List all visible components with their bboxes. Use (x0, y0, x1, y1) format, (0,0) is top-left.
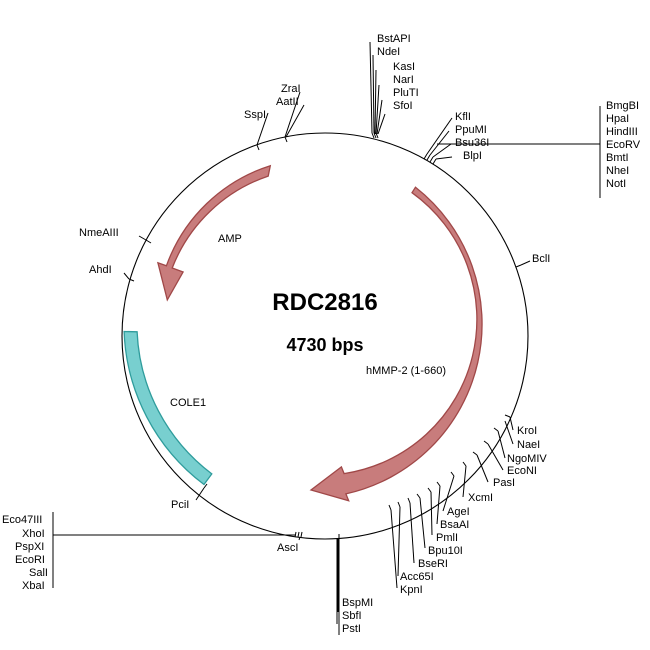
plasmid-name: RDC2816 (272, 289, 377, 316)
site-label-xbai: XbaI (22, 580, 45, 592)
site-label-nari: NarI (393, 74, 414, 86)
site-label-asci: AscI (277, 542, 298, 554)
feature-label-hmmp2: hMMP-2 (1-660) (366, 365, 446, 377)
site-label-ahdi: AhdI (89, 264, 112, 276)
site-label-pcii: PciI (171, 499, 189, 511)
site-label-acc65i: Acc65I (400, 571, 434, 583)
site-label-pluti: PluTI (393, 87, 419, 99)
site-label-ecorv: EcoRV (606, 139, 641, 151)
site-label-bmti: BmtI (606, 152, 629, 164)
site-label-sspi: SspI (244, 109, 266, 121)
site-label-bsaai: BsaAI (440, 519, 469, 531)
site-label-econi: EcoNI (507, 465, 537, 477)
site-label-nhei: NheI (606, 165, 629, 177)
site-label-nmeaiii: NmeAIII (79, 227, 119, 239)
site-label-pspxi: PspXI (15, 541, 44, 553)
site-label-naei: NaeI (517, 439, 540, 451)
site-label-bmgbi: BmgBI (606, 100, 639, 112)
site-label-bstapi: BstAPI (377, 33, 411, 45)
site-label-blpi: BlpI (463, 150, 482, 162)
site-label-ndei: NdeI (377, 46, 400, 58)
site-label-eco47iii: Eco47III (2, 514, 42, 526)
site-label-xhoi: XhoI (22, 528, 45, 540)
site-label-bspmi: BspMI (342, 597, 373, 609)
site-label-kfli: KflI (455, 111, 471, 123)
feature-cole1 (123, 330, 213, 486)
site-label-bseri: BseRI (418, 558, 448, 570)
feature-amp (156, 164, 272, 302)
site-label-zrai: ZraI (281, 83, 301, 95)
site-label-psti: PstI (342, 623, 361, 635)
site-label-xcmi: XcmI (468, 492, 493, 504)
site-leaders (52, 41, 601, 635)
site-label-pasi: PasI (493, 477, 515, 489)
plasmid-backbone (121, 132, 529, 540)
site-label-bpu10i: Bpu10I (428, 545, 463, 557)
site-label-bsu36i: Bsu36I (455, 137, 489, 149)
site-label-ecori: EcoRI (15, 554, 45, 566)
site-label-ppumi: PpuMI (455, 124, 487, 136)
site-label-sfoi: SfoI (393, 100, 413, 112)
site-label-kasi: KasI (393, 61, 415, 73)
site-label-kroi: KroI (517, 425, 537, 437)
site-label-hindiii: HindIII (606, 126, 638, 138)
site-label-sali: SalI (29, 567, 48, 579)
site-label-bcli: BclI (532, 253, 550, 265)
feature-hmmp2 (309, 186, 483, 502)
site-ticks (128, 132, 522, 539)
site-label-agei: AgeI (447, 506, 470, 518)
site-label-aatii: AatII (276, 96, 299, 108)
feature-label-amp: AMP (218, 233, 242, 245)
site-label-hpai: HpaI (606, 113, 629, 125)
site-label-ngomiv: NgoMIV (507, 453, 547, 465)
site-label-noti: NotI (606, 178, 626, 190)
site-label-sbfi: SbfI (342, 610, 362, 622)
feature-label-cole1: COLE1 (170, 397, 206, 409)
site-label-kpni: KpnI (400, 584, 423, 596)
plasmid-size: 4730 bps (286, 335, 363, 355)
site-label-pmli: PmlI (436, 532, 458, 544)
